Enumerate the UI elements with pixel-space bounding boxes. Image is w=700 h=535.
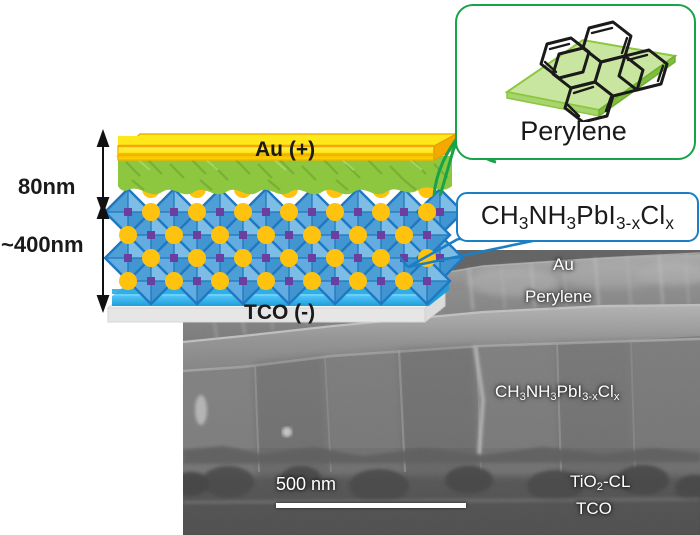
sem-label-au: Au xyxy=(553,255,574,274)
perylene-callout: Perylene xyxy=(455,4,696,164)
sem-label-perylene: Perylene xyxy=(525,287,593,306)
formula-sub-3x: 3-x xyxy=(615,212,641,233)
formula-sub-3a: 3 xyxy=(518,212,529,233)
thickness-label-perylene: 80nm xyxy=(18,174,76,199)
tio2-seg: TiO xyxy=(570,472,597,491)
sem-scalebar xyxy=(276,503,466,508)
perylene-layer xyxy=(118,156,452,195)
dimension-arrows xyxy=(96,129,110,313)
formula-seg-nh: NH xyxy=(525,382,551,401)
sem-label-tio2-cl: TiO2-CL xyxy=(570,473,630,493)
formula-seg-cl: Cl xyxy=(640,200,666,231)
formula-sub-3b: 3 xyxy=(566,212,577,233)
formula-sub-x: x xyxy=(613,391,620,404)
formula-seg-pbi: PbI xyxy=(576,200,616,231)
thickness-label-perovskite: ~400nm xyxy=(1,232,84,257)
formula-sub-3b: 3 xyxy=(550,391,557,404)
formula-sub-x: x xyxy=(665,212,675,233)
formula-sub-3a: 3 xyxy=(519,391,526,404)
formula-callout-box: CH3NH3PbI3-xClx xyxy=(456,192,699,242)
formula-seg-nh: NH xyxy=(528,200,567,231)
tio2-seg-cl: -CL xyxy=(603,472,631,491)
perovskite-formula-callout: CH3NH3PbI3-xClx xyxy=(456,192,700,242)
formula-seg-cl: Cl xyxy=(597,382,614,401)
device-schematic xyxy=(0,0,470,340)
perylene-callout-title: Perylene xyxy=(520,116,627,146)
sem-label-tco: TCO xyxy=(576,499,612,518)
schematic-label-au: Au (+) xyxy=(255,138,316,161)
schematic-label-tco: TCO (-) xyxy=(244,301,316,324)
perovskite-formula-text: CH3NH3PbI3-xClx xyxy=(481,200,674,234)
formula-seg-pbi: PbI xyxy=(556,382,583,401)
formula-sub-3x: 3-x xyxy=(582,391,598,404)
formula-seg-ch: CH xyxy=(495,382,520,401)
formula-seg-ch: CH xyxy=(480,200,519,231)
perylene-molecular-structure xyxy=(504,20,678,122)
tio2-sub-2: 2 xyxy=(596,481,604,494)
sem-scalebar-label: 500 nm xyxy=(276,474,337,494)
sem-label-perovskite-formula: CH3NH3PbI3-xClx xyxy=(495,383,619,403)
